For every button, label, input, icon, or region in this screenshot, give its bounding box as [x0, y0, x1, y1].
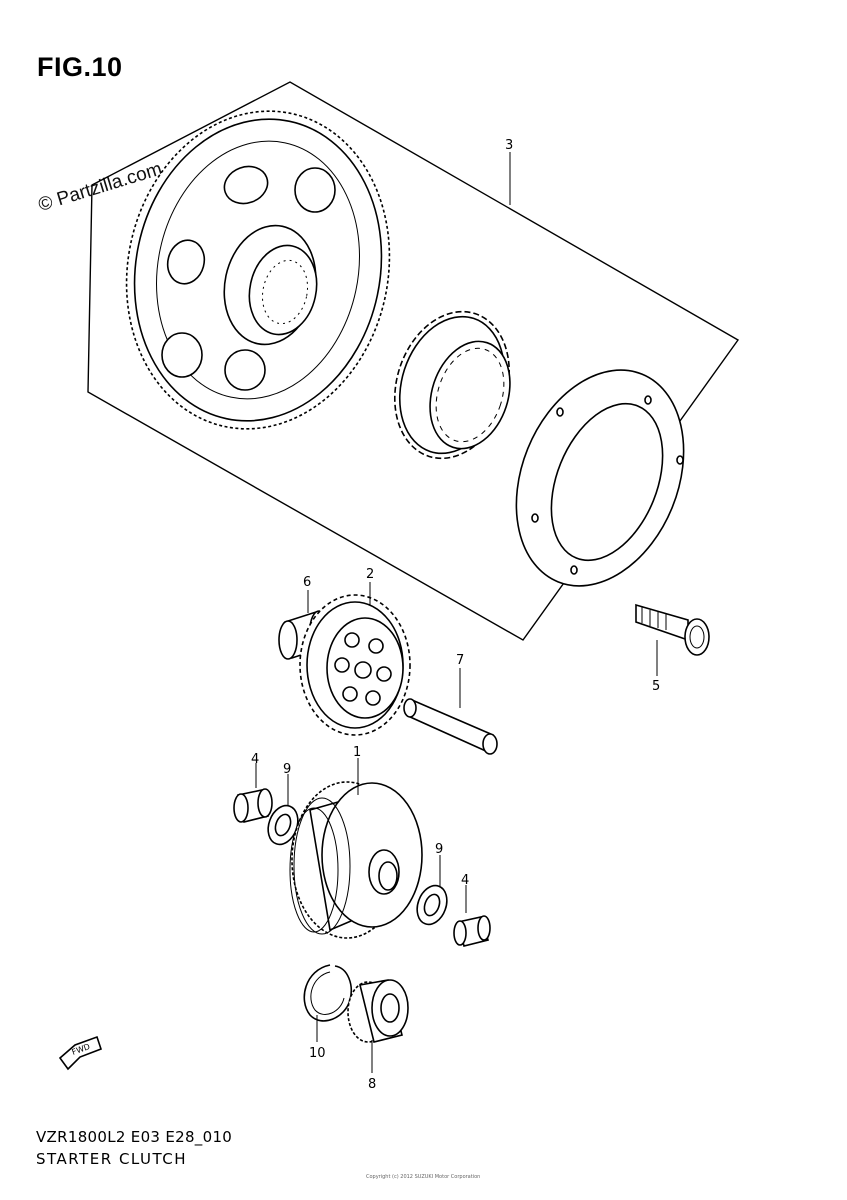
- clutch-bolt[interactable]: [635, 603, 710, 656]
- callout-2: 2: [366, 567, 374, 582]
- callout-9b: 9: [435, 842, 443, 857]
- clutch-outer-ring[interactable]: [486, 345, 715, 611]
- callout-10: 10: [309, 1046, 326, 1061]
- figure-label: FIG.10: [37, 52, 123, 82]
- bearing[interactable]: [347, 979, 409, 1043]
- one-way-clutch[interactable]: [377, 297, 528, 474]
- callout-9a: 9: [283, 762, 291, 777]
- callout-1: 1: [353, 745, 361, 760]
- callout-8: 8: [368, 1077, 376, 1092]
- callout-3: 3: [505, 138, 513, 153]
- bushing-4-right[interactable]: [453, 915, 491, 947]
- idle-gear-shaft[interactable]: [403, 698, 498, 755]
- washer-9-left[interactable]: [263, 801, 303, 848]
- circlip[interactable]: [303, 964, 352, 1022]
- callout-7: 7: [456, 653, 464, 668]
- model-code: VZR1800L2 E03 E28_010: [36, 1128, 233, 1146]
- forward-direction-icon: FWD: [58, 1035, 103, 1071]
- bushing-4-left[interactable]: [233, 788, 273, 823]
- callout-4b: 4: [461, 873, 469, 888]
- callout-4a: 4: [251, 752, 259, 767]
- callout-6: 6: [303, 575, 311, 590]
- starter-driven-gear[interactable]: [98, 86, 419, 453]
- starter-idle-gear[interactable]: [299, 594, 411, 736]
- copyright-line: Copyright (c) 2012 SUZUKI Motor Corporat…: [366, 1174, 481, 1180]
- section-title: STARTER CLUTCH: [36, 1150, 188, 1168]
- leader-lines: [255, 152, 658, 1073]
- washer-9-right[interactable]: [412, 881, 452, 928]
- torque-limiter-gear[interactable]: [289, 781, 423, 939]
- callout-5: 5: [652, 679, 660, 694]
